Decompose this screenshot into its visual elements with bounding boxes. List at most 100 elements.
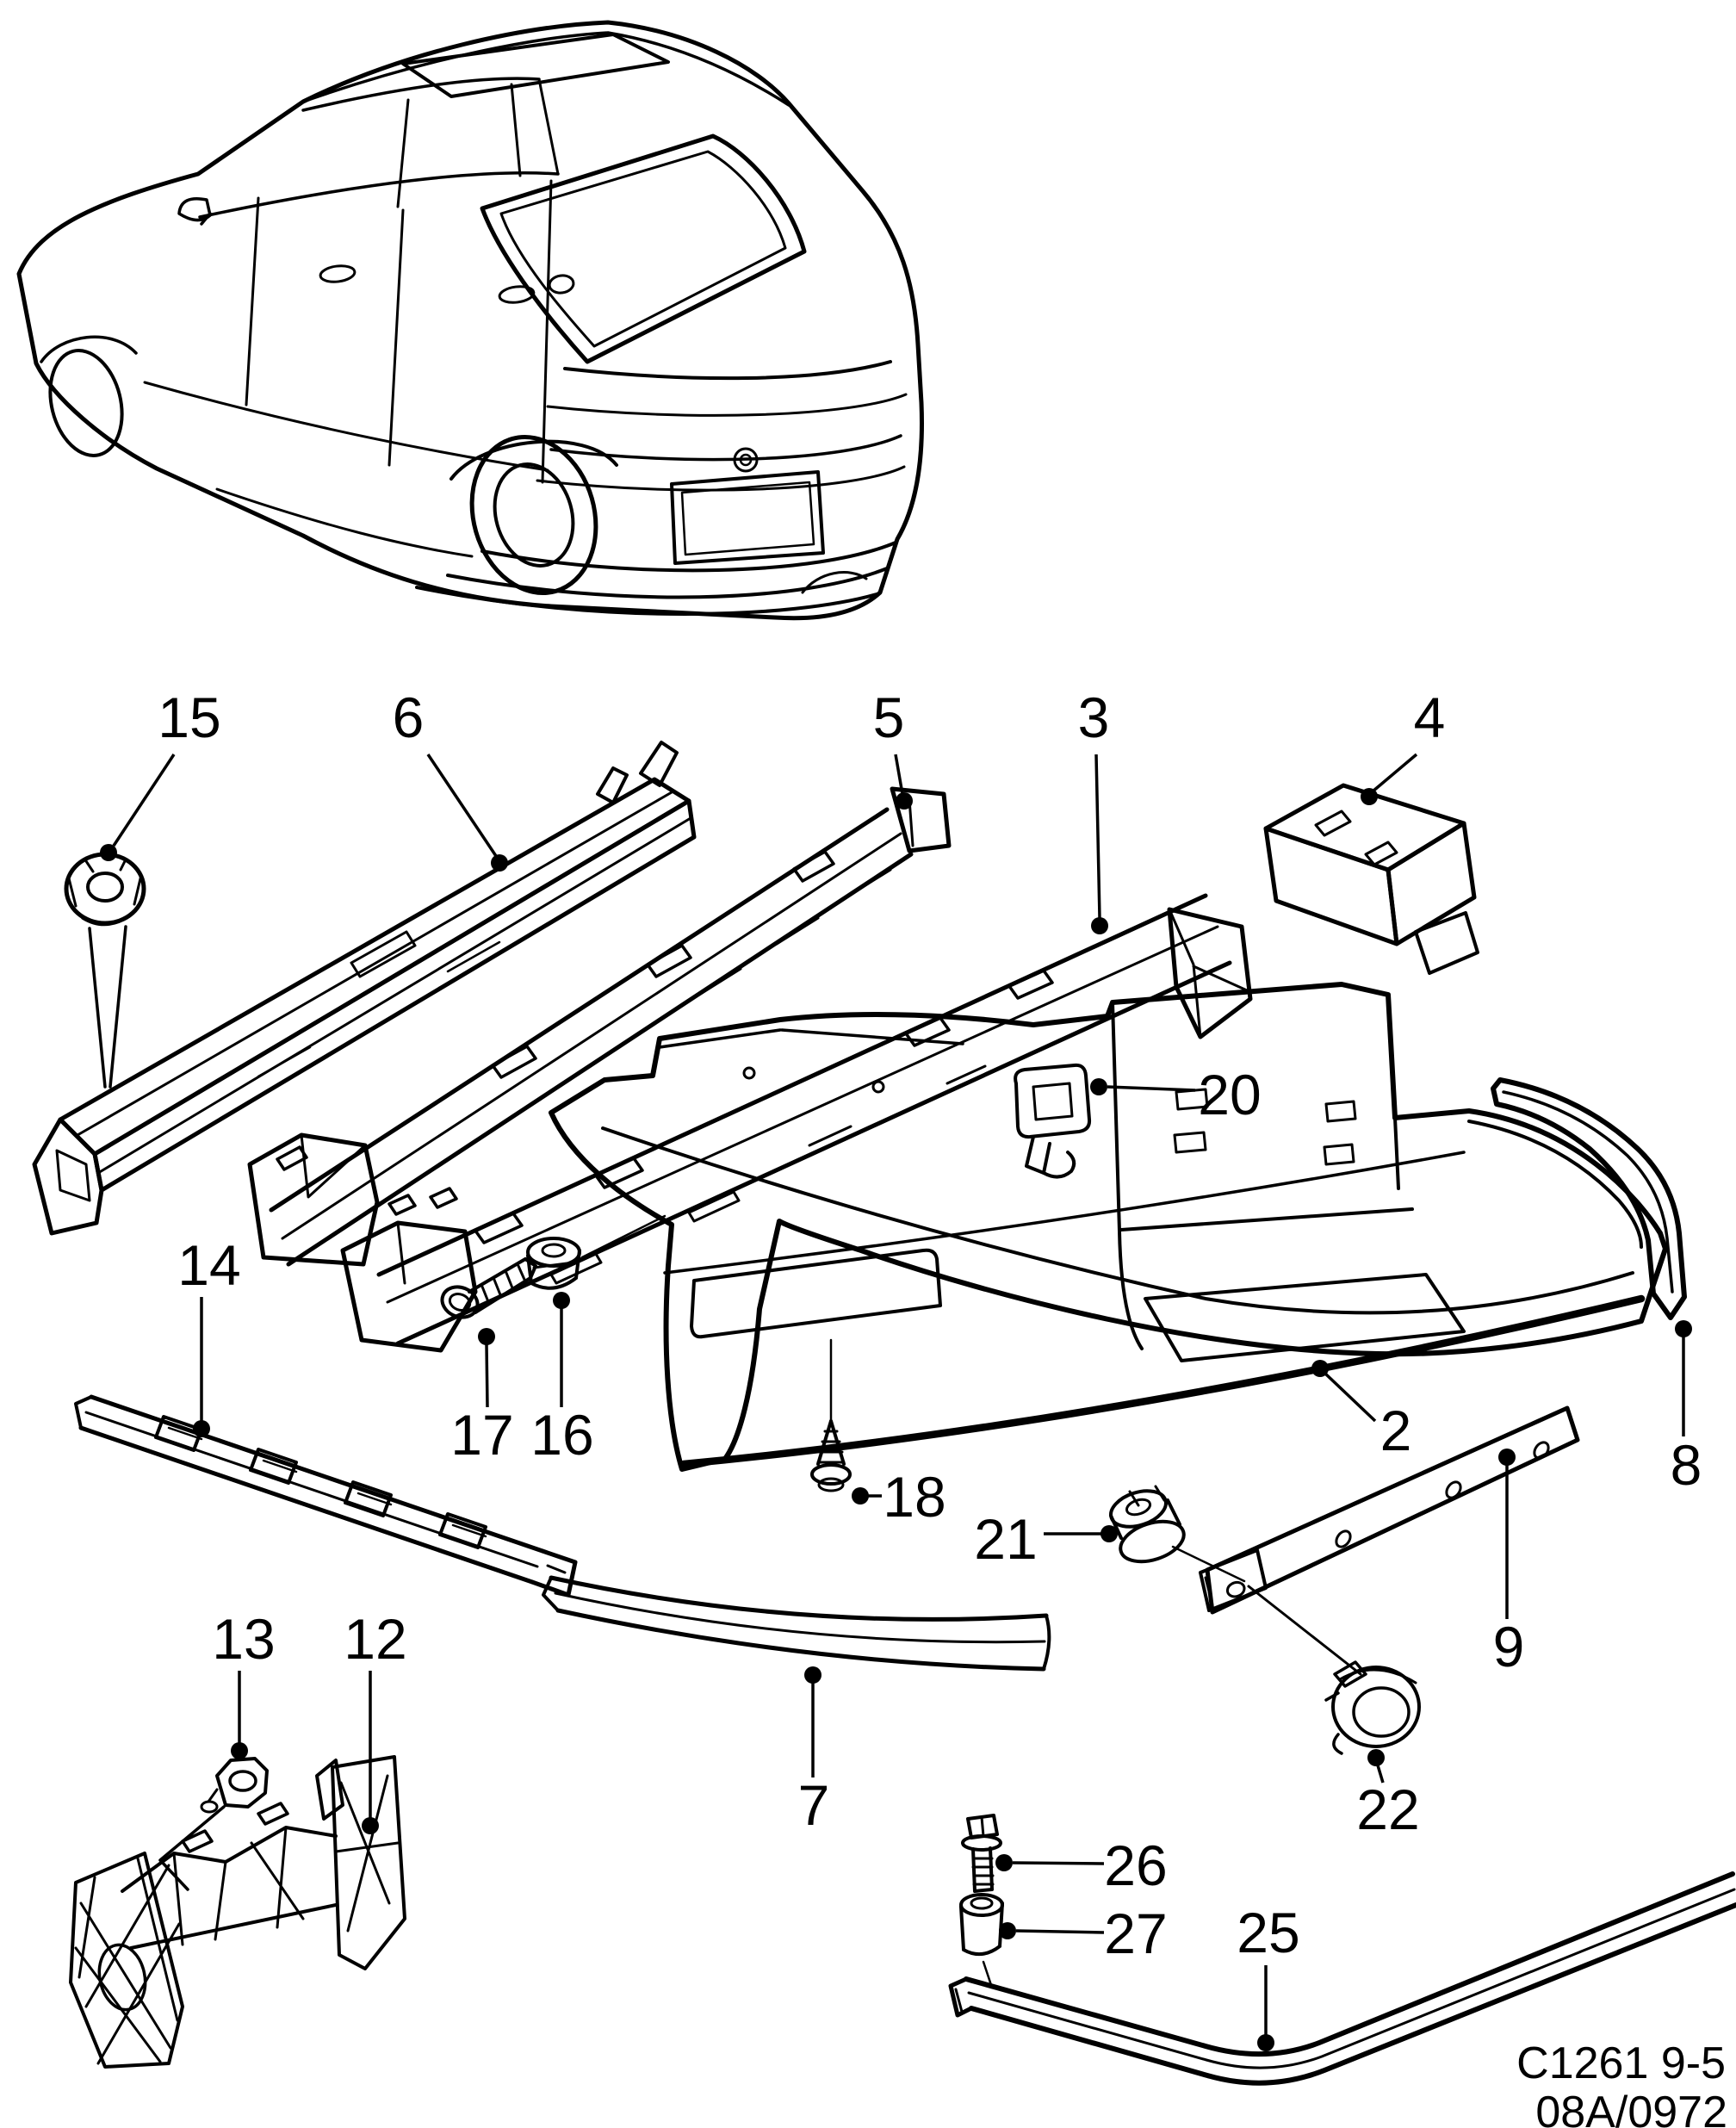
energy-absorber-upper xyxy=(247,786,952,1267)
callout-leader-line xyxy=(1094,754,1101,919)
callout-15: 15 xyxy=(100,686,221,861)
part-number-label: 6 xyxy=(393,686,425,749)
part-number-label: 25 xyxy=(1237,1901,1299,1964)
callout-5: 5 xyxy=(873,686,913,810)
corner-bracket xyxy=(1263,783,1479,975)
callout-leader-line xyxy=(1376,1765,1385,1784)
part-number-label: 18 xyxy=(883,1465,946,1529)
callout-21: 21 xyxy=(974,1507,1118,1571)
part-number-label: 14 xyxy=(177,1233,240,1297)
callout-17: 17 xyxy=(450,1328,514,1467)
callout-13: 13 xyxy=(212,1607,276,1759)
callout-dot xyxy=(999,1922,1016,1939)
towing-eye-bracket xyxy=(1014,1063,1092,1179)
drawing-revision-code: 08A/0972 xyxy=(1535,2088,1727,2128)
part-number-label: 8 xyxy=(1671,1433,1702,1497)
screw-vertical xyxy=(810,1338,852,1492)
callout-22: 22 xyxy=(1356,1749,1420,1841)
callout-25: 25 xyxy=(1237,1901,1300,2051)
callout-dot xyxy=(1311,1360,1329,1377)
drawing-code: C1261 9-5 xyxy=(1516,2038,1726,2088)
side-trim-strip-right xyxy=(1491,1077,1687,1320)
callout-dot xyxy=(231,1742,248,1759)
callout-dot xyxy=(362,1817,379,1834)
callout-20: 20 xyxy=(1090,1063,1262,1126)
part-number-label: 4 xyxy=(1414,686,1446,749)
callout-dot xyxy=(896,792,913,810)
lower-trim-strip xyxy=(948,1871,1736,2086)
callout-3: 3 xyxy=(1078,686,1110,934)
callout-26: 26 xyxy=(995,1833,1168,1897)
part-number-label: 21 xyxy=(974,1507,1037,1571)
trim-strip-left xyxy=(542,1575,1051,1672)
callout-dot xyxy=(1675,1320,1692,1337)
callout-2: 2 xyxy=(1311,1360,1411,1462)
part-number-label: 26 xyxy=(1104,1833,1167,1897)
callout-6: 6 xyxy=(393,686,508,872)
flange-nut-large xyxy=(64,852,146,1089)
callout-dot xyxy=(491,854,508,872)
lower-rail xyxy=(74,1394,578,1598)
part-number-label: 7 xyxy=(798,1773,830,1837)
callout-leader-line xyxy=(1323,1371,1377,1423)
callout-leader-line xyxy=(426,754,498,857)
spacer-sleeve xyxy=(959,1893,1004,1989)
rear-wheel xyxy=(450,434,618,596)
callout-8: 8 xyxy=(1671,1320,1702,1497)
callout-leader-line xyxy=(1371,753,1418,793)
callout-dot xyxy=(1361,788,1378,805)
bolt xyxy=(961,1814,1002,1893)
callout-dot xyxy=(1498,1449,1516,1466)
callout-dot xyxy=(1257,2034,1274,2051)
part-number-label: 22 xyxy=(1356,1777,1419,1841)
parking-sensor xyxy=(1324,1660,1421,1755)
callout-14: 14 xyxy=(177,1233,241,1437)
callout-dot xyxy=(804,1666,822,1684)
part-number-label: 17 xyxy=(450,1403,513,1467)
callout-leader-line xyxy=(112,754,176,847)
callout-leader-line xyxy=(1015,1929,1105,1934)
callout-dot xyxy=(478,1328,495,1345)
callout-7: 7 xyxy=(798,1666,830,1837)
part-number-label: 12 xyxy=(344,1607,406,1671)
part-number-label: 20 xyxy=(1198,1063,1261,1126)
part-number-label: 27 xyxy=(1104,1902,1167,1965)
callout-18: 18 xyxy=(852,1465,946,1529)
part-number-label: 15 xyxy=(158,686,220,749)
part-number-label: 5 xyxy=(873,686,905,749)
callout-dot xyxy=(193,1420,210,1437)
bumper-cover xyxy=(549,982,1668,1472)
callout-4: 4 xyxy=(1361,686,1445,805)
sensor-mount-strip xyxy=(1199,1405,1580,1676)
part-number-label: 3 xyxy=(1078,686,1110,749)
callout-27: 27 xyxy=(999,1902,1168,1965)
callout-9: 9 xyxy=(1493,1449,1525,1678)
energy-absorber-lower xyxy=(340,893,1253,1353)
car-rear-view-illustration xyxy=(16,20,924,621)
callout-dot xyxy=(1100,1525,1118,1542)
callout-16: 16 xyxy=(530,1292,594,1467)
callout-dot xyxy=(553,1292,570,1309)
sensor-clip xyxy=(1109,1485,1246,1583)
callout-leader-line xyxy=(1012,1861,1105,1865)
part-number-label: 13 xyxy=(212,1607,275,1671)
part-number-label: 9 xyxy=(1493,1615,1525,1678)
callout-dot xyxy=(100,844,117,861)
bumper-reinforcement-beam xyxy=(32,741,697,1236)
part-number-label: 2 xyxy=(1380,1399,1412,1462)
callout-dot xyxy=(1091,917,1108,934)
callout-leader-line xyxy=(1107,1085,1196,1092)
front-wheel xyxy=(40,335,138,457)
part-number-label: 16 xyxy=(530,1403,593,1467)
callout-dot xyxy=(1367,1749,1385,1766)
flange-nut-small xyxy=(158,1757,269,1891)
callout-dot xyxy=(852,1487,869,1504)
screw-angled xyxy=(440,1257,537,1319)
callout-dot xyxy=(995,1854,1013,1871)
callout-leader-line xyxy=(894,754,904,795)
clip-nut xyxy=(526,1214,666,1290)
callout-12: 12 xyxy=(344,1607,407,1834)
